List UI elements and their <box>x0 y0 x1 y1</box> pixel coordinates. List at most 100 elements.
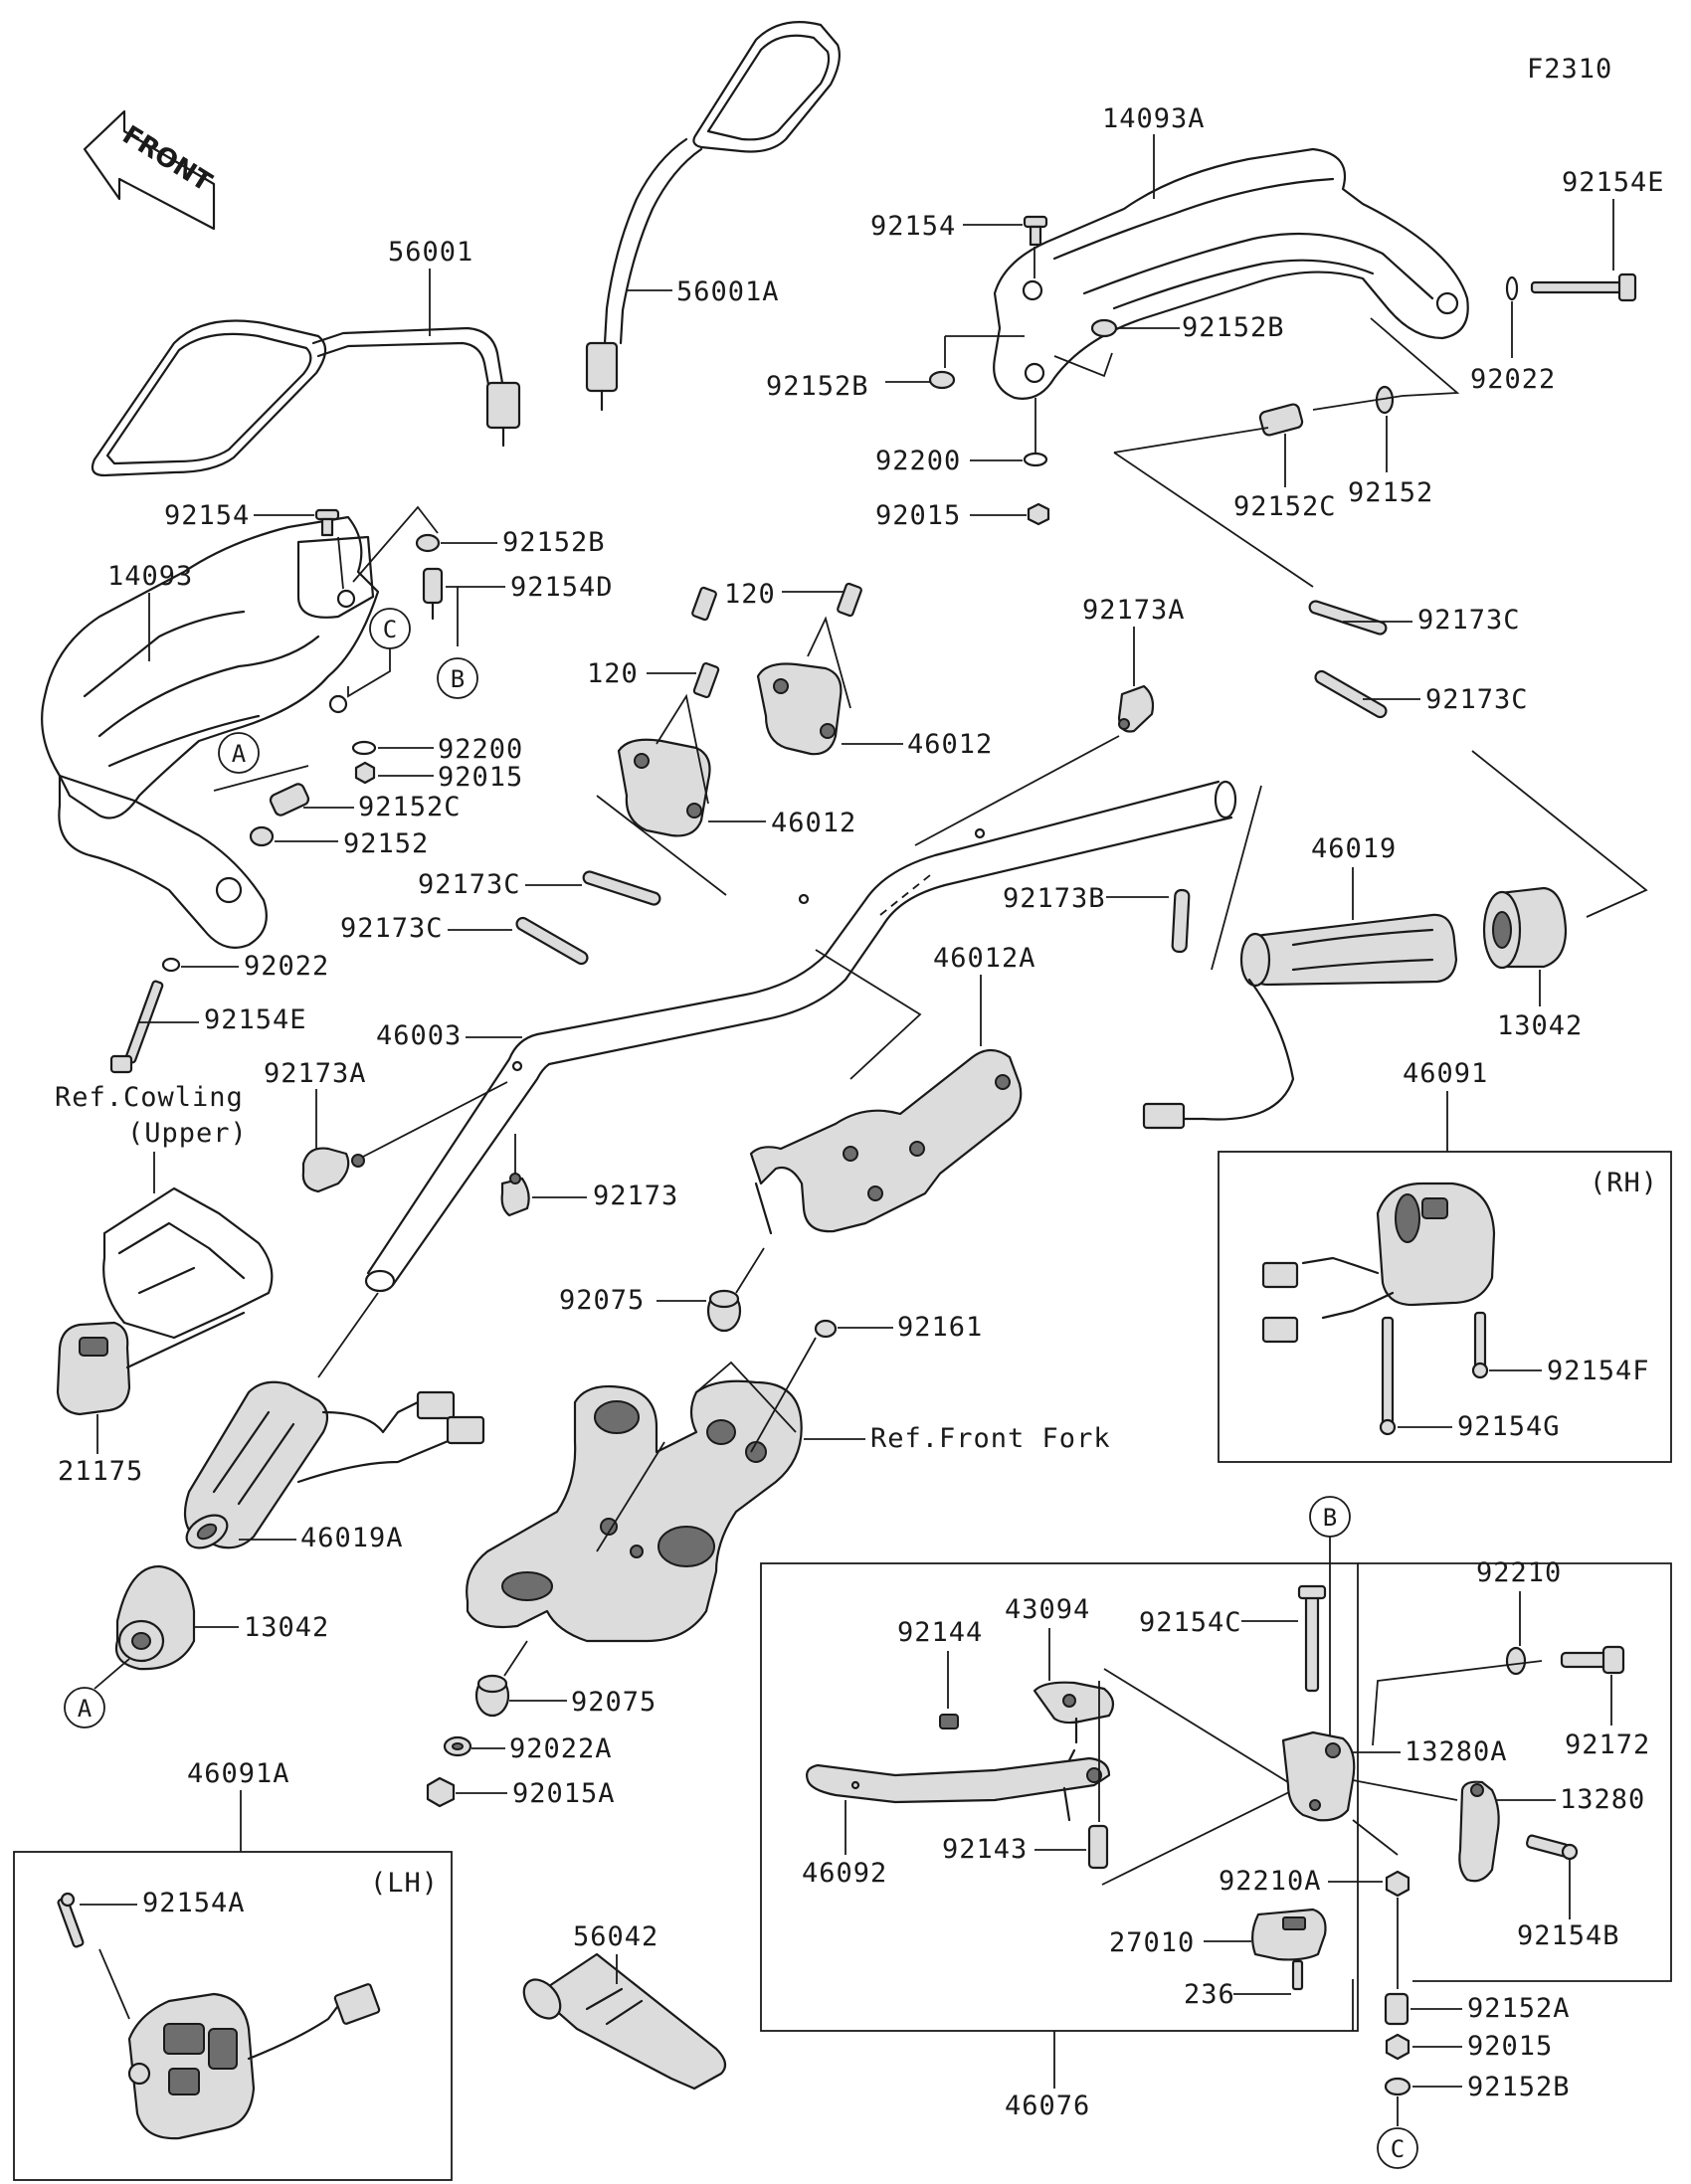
screw-92154-top <box>1023 215 1048 247</box>
washer-92022A <box>443 1735 472 1757</box>
callout-b-upper <box>437 657 478 699</box>
svg-text:C: C <box>1391 2135 1405 2163</box>
label-92210A: 92210A <box>1219 1866 1322 1897</box>
label-92173C-r2: 92173C <box>1425 684 1529 715</box>
label-46012A: 46012A <box>933 943 1036 974</box>
label-56001: 56001 <box>388 237 473 268</box>
label-92154C: 92154C <box>1139 1607 1242 1638</box>
grip-left-46019A <box>183 1380 485 1549</box>
cap-92161 <box>814 1319 838 1339</box>
svg-text:B: B <box>1323 1504 1337 1532</box>
label-92015-bottom: 92015 <box>1467 2031 1553 2062</box>
label-92154F: 92154F <box>1547 1356 1650 1386</box>
strap-92173B <box>1171 888 1191 954</box>
label-13280A: 13280A <box>1405 1736 1508 1767</box>
pivot-92143 <box>1087 1824 1109 1870</box>
label-92154-left: 92154 <box>164 500 250 531</box>
washer-92210 <box>1505 1646 1527 1676</box>
label-92152-left: 92152 <box>343 828 429 859</box>
label-92173A-left: 92173A <box>264 1058 367 1089</box>
collar-92152C-top <box>1258 403 1304 437</box>
label-13042-right: 13042 <box>1497 1010 1583 1041</box>
label-92022-top: 92022 <box>1470 364 1556 395</box>
clamp-46012-upper <box>756 662 843 756</box>
label-46019: 46019 <box>1311 833 1397 864</box>
screw-92154G <box>1379 1316 1397 1436</box>
label-92015-top: 92015 <box>875 500 961 531</box>
damper-92075-a <box>706 1289 742 1333</box>
pin-92144 <box>939 1714 959 1729</box>
handlebar-46003 <box>364 780 1237 1293</box>
label-92015-left: 92015 <box>438 762 523 793</box>
nut-92152-left <box>249 825 275 847</box>
mirror-right-56001A <box>585 21 841 412</box>
screw-120-a <box>691 586 717 622</box>
damper-92075-b <box>474 1674 510 1718</box>
label-21175: 21175 <box>58 1456 143 1487</box>
label-92154D: 92154D <box>510 572 614 603</box>
label-92152C-left: 92152C <box>358 792 462 822</box>
bolt-92154E-right <box>1530 273 1637 302</box>
label-92200-top: 92200 <box>875 446 961 476</box>
screw-92154B <box>1525 1834 1579 1861</box>
screw-120-b <box>837 582 862 618</box>
washer-92200-top <box>1023 452 1048 467</box>
label-92022A: 92022A <box>509 1733 613 1764</box>
inset-lh-tag: (LH) <box>370 1868 439 1899</box>
label-46076: 46076 <box>1005 2091 1090 2121</box>
figure-code: F2310 <box>1527 54 1612 85</box>
bar-end-13042-left <box>114 1564 196 1671</box>
nut-92152B-top-right <box>1090 318 1118 338</box>
label-92154A: 92154A <box>142 1888 246 1918</box>
label-120-b: 120 <box>587 658 639 689</box>
label-92152-top: 92152 <box>1348 477 1433 508</box>
label-92144: 92144 <box>897 1617 983 1648</box>
bracket-43094 <box>1033 1681 1115 1744</box>
switch-rh-46091 <box>1261 1182 1496 1344</box>
label-ref-cowling-1: Ref.Cowling <box>55 1082 244 1113</box>
lever-46092 <box>806 1748 1111 1822</box>
bar-end-13042-right <box>1482 886 1568 970</box>
label-92154-top: 92154 <box>870 211 956 242</box>
label-92152B-top-right: 92152B <box>1182 312 1285 343</box>
collar-92152A <box>1384 1992 1409 2026</box>
label-92154E-left: 92154E <box>204 1004 307 1035</box>
triple-clamp-ref <box>466 1379 803 1643</box>
label-92161: 92161 <box>897 1312 983 1343</box>
inset-rh-tag: (RH) <box>1590 1168 1658 1198</box>
label-236: 236 <box>1184 1979 1235 2010</box>
nut-92015-top <box>1027 502 1050 526</box>
lever-frame-right <box>1361 1562 1672 1982</box>
label-14093: 14093 <box>107 561 193 592</box>
screw-92154F <box>1471 1311 1489 1379</box>
grip-right-46019 <box>1142 913 1458 1130</box>
nut-92152B-bottom <box>1384 2077 1411 2096</box>
label-92154B: 92154B <box>1517 1920 1620 1951</box>
screw-120-c <box>692 661 720 699</box>
label-14093A: 14093A <box>1102 103 1206 134</box>
clamp-13280 <box>1458 1780 1500 1883</box>
bolt-92154E-left <box>109 980 164 1074</box>
label-92210: 92210 <box>1476 1557 1562 1588</box>
label-92173A-top: 92173A <box>1082 595 1186 626</box>
label-46092: 46092 <box>802 1858 887 1889</box>
switch-27010 <box>1251 1908 1327 1991</box>
svg-text:A: A <box>232 740 247 768</box>
label-13280: 13280 <box>1560 1784 1645 1815</box>
svg-text:B: B <box>451 665 465 693</box>
label-92015A: 92015A <box>512 1778 616 1809</box>
label-46003: 46003 <box>376 1020 462 1051</box>
nut-92015-bottom <box>1385 2033 1410 2061</box>
label-46019A: 46019A <box>300 1523 404 1553</box>
label-ref-cowling-2: (Upper) <box>127 1118 248 1149</box>
nut-92210A <box>1385 1870 1410 1898</box>
inset-lh <box>13 1851 453 2181</box>
holder-13280A <box>1281 1730 1356 1822</box>
callout-a-upper <box>218 732 260 774</box>
label-27010: 27010 <box>1109 1927 1195 1958</box>
label-56001A: 56001A <box>676 276 780 307</box>
strap-92173C-l2 <box>515 916 589 966</box>
label-92173C-l2: 92173C <box>340 913 444 944</box>
label-13042-left: 13042 <box>244 1612 329 1643</box>
